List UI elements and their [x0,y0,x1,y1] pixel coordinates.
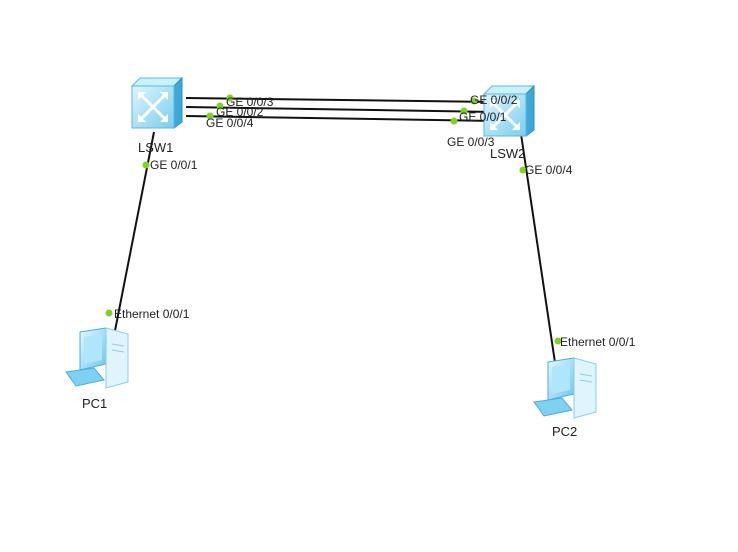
link-lsw1-ge003-lsw2-ge002[interactable] [185,97,497,103]
port-label-lsw2-ge003: GE 0/0/3 [447,135,495,149]
pc-icon [533,357,597,419]
device-label-lsw2: LSW2 [490,146,525,161]
link-lsw2-ge004-pc2[interactable] [520,133,558,377]
port-dot-lsw1-ge002[interactable] [216,102,224,110]
link-lsw1-ge002-lsw2-ge001[interactable] [185,106,497,113]
port-dot-pc2-eth001[interactable] [554,337,562,345]
port-dot-lsw2-ge002[interactable] [470,97,478,105]
port-label-lsw2-ge002: GE 0/0/2 [470,93,518,107]
port-label-lsw1-ge004: GE 0/0/4 [206,116,254,130]
port-dot-lsw1-ge001[interactable] [142,161,150,169]
port-dots [105,94,562,345]
port-label-pc2-eth001: Ethernet 0/0/1 [560,335,636,349]
port-label-lsw2-ge004: GE 0/0/4 [525,163,573,177]
port-dot-lsw2-ge004[interactable] [519,166,527,174]
device-label-lsw1: LSW1 [138,140,173,155]
port-label-lsw1-ge001: GE 0/0/1 [150,158,198,172]
device-label-pc1: PC1 [82,396,107,411]
device-label-pc2: PC2 [552,424,577,439]
port-dot-lsw2-ge001[interactable] [460,107,468,115]
switch-lsw2[interactable] [482,84,536,137]
port-label-lsw1-ge002: GE 0/0/2 [216,105,264,119]
port-label-lsw2-ge001: GE 0/0/1 [459,110,507,124]
port-labels: GE 0/0/3 GE 0/0/2 GE 0/0/4 GE 0/0/1 GE 0… [114,93,636,349]
pc-pc2[interactable] [533,357,597,419]
port-label-lsw1-ge003: GE 0/0/3 [226,95,274,109]
switch-lsw1[interactable] [130,76,184,129]
port-dot-lsw1-ge003[interactable] [226,94,234,102]
port-label-pc1-eth001: Ethernet 0/0/1 [114,307,190,321]
link-lsw1-ge004-lsw2-ge003[interactable] [185,115,497,122]
pc-pc1[interactable] [65,327,129,389]
pc-icon [65,327,129,389]
port-dot-lsw2-ge003[interactable] [450,117,458,125]
port-dot-pc1-eth001[interactable] [105,309,113,317]
port-dot-lsw1-ge004[interactable] [206,112,214,120]
